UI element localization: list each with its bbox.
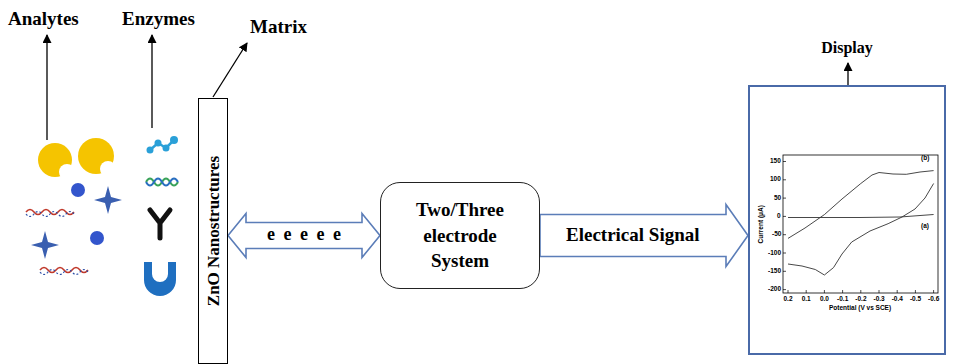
leader-arrow bbox=[213, 43, 247, 97]
y-tick-label: -150 bbox=[768, 268, 781, 275]
display-heading: Display bbox=[748, 38, 946, 57]
enzymes-label: Enzymes bbox=[122, 8, 195, 30]
edge-label: Electrical Signal bbox=[566, 225, 700, 246]
x-tick-label: -0.4 bbox=[892, 296, 903, 303]
cv-curve bbox=[788, 215, 934, 218]
cv-plot bbox=[783, 155, 938, 293]
enzyme-group bbox=[144, 136, 178, 296]
x-tick-label: -0.1 bbox=[837, 296, 848, 303]
receptor-bite bbox=[59, 164, 75, 180]
receptor-cup bbox=[144, 262, 176, 296]
antibody-symbol bbox=[150, 210, 170, 238]
x-tick-label: -0.3 bbox=[874, 296, 885, 303]
x-tick-label: -0.2 bbox=[855, 296, 866, 303]
curve-label: (b) bbox=[921, 155, 929, 162]
x-tick-label: -0.5 bbox=[910, 296, 921, 303]
analytes-label: Analytes bbox=[8, 8, 79, 30]
analyte-sphere bbox=[90, 231, 104, 245]
leader-arrow bbox=[46, 35, 47, 140]
y-axis-title: Current (μA) bbox=[758, 205, 765, 243]
y-tick-label: -200 bbox=[768, 286, 781, 293]
edge-label: e e e e e bbox=[267, 225, 341, 245]
analyte-star bbox=[31, 231, 59, 259]
analyte-group bbox=[26, 138, 122, 275]
block-arrow bbox=[228, 214, 380, 258]
curve-label: (a) bbox=[921, 223, 929, 230]
x-tick-label: -0.6 bbox=[928, 296, 939, 303]
dna-strand bbox=[40, 270, 88, 275]
enzyme-molecule bbox=[170, 136, 178, 144]
y-tick-label: 0 bbox=[777, 213, 781, 220]
x-tick-label: 0.1 bbox=[802, 296, 811, 303]
dna-helix bbox=[146, 179, 178, 186]
y-tick-label: -50 bbox=[772, 231, 781, 238]
matrix-label: ZnO Nanostructures bbox=[205, 156, 222, 306]
x-ticks bbox=[788, 290, 934, 293]
x-axis-title: Potential (V vs SCE) bbox=[829, 305, 891, 312]
enzyme-molecule bbox=[147, 147, 154, 154]
leader-arrow bbox=[847, 63, 848, 85]
analyte-star bbox=[94, 186, 122, 214]
box-label: Two/Three electrode System bbox=[393, 197, 527, 274]
block-arrow bbox=[540, 205, 748, 267]
y-tick-label: -100 bbox=[768, 250, 781, 257]
matrix-label: Matrix bbox=[250, 16, 307, 38]
cv-curve bbox=[788, 171, 934, 239]
dna-strand bbox=[26, 212, 74, 217]
leader-arrow bbox=[151, 35, 152, 128]
analyte-sphere bbox=[71, 183, 85, 197]
plot-frame bbox=[783, 155, 938, 293]
y-ticks bbox=[783, 162, 786, 290]
y-tick-label: 150 bbox=[770, 158, 781, 165]
x-tick-label: 0.2 bbox=[784, 296, 793, 303]
enzyme-molecule bbox=[155, 140, 162, 147]
display-frame bbox=[748, 85, 946, 355]
cv-curve bbox=[788, 184, 934, 276]
x-tick-label: 0.0 bbox=[820, 296, 829, 303]
y-tick-label: 100 bbox=[770, 176, 781, 183]
receptor-bite bbox=[100, 161, 116, 177]
matrix-bar: ZnO Nanostructures bbox=[198, 98, 228, 364]
dna-helix bbox=[146, 179, 178, 186]
enzyme-molecule bbox=[163, 145, 170, 152]
y-tick-label: 50 bbox=[774, 195, 781, 202]
process-box: Two/Three electrode System bbox=[380, 182, 540, 289]
